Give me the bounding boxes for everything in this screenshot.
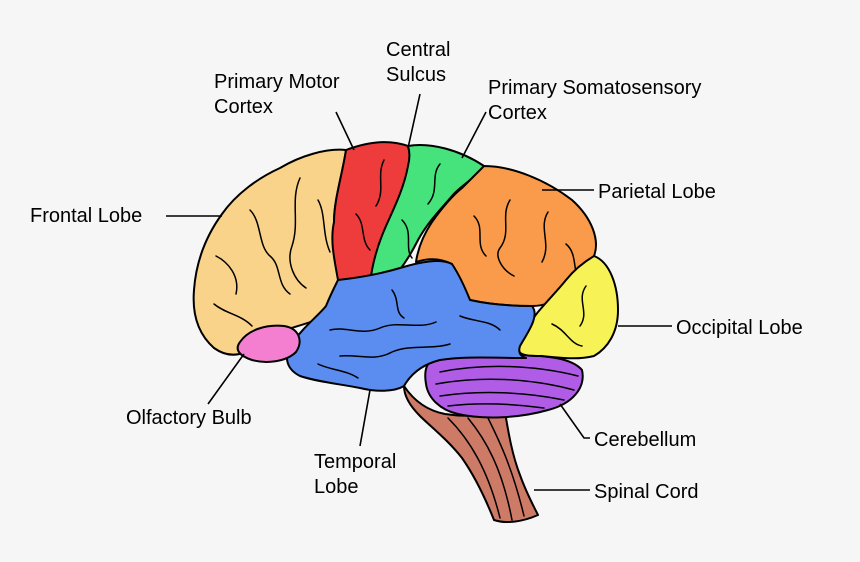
cerebellum-label: Cerebellum bbox=[594, 428, 696, 453]
temporal-lobe-label-line-1: Temporal bbox=[314, 451, 397, 473]
primary-somatosensory-cortex-label: Primary Somatosensory Cortex bbox=[488, 76, 701, 126]
cerebellum-fold-1 bbox=[439, 365, 579, 377]
temporal-sulcus-2 bbox=[339, 343, 451, 358]
primary-motor-cortex-leader bbox=[335, 111, 355, 151]
central-sulcus-leader bbox=[407, 93, 421, 149]
parietal-sulcus-1 bbox=[497, 199, 515, 277]
temporal-sulcus-4 bbox=[459, 315, 501, 331]
temporal-lobe-leader bbox=[359, 389, 371, 447]
spinal-cord-line-3 bbox=[485, 413, 525, 517]
cerebellum-fold-4 bbox=[447, 403, 545, 409]
spinal-cord-label: Spinal Cord bbox=[594, 480, 699, 505]
occipital-sulcus-2 bbox=[551, 323, 583, 347]
primary-motor-cortex-label: Primary Motor Cortex bbox=[214, 70, 340, 120]
temporal-sulcus-1 bbox=[329, 321, 437, 332]
occipital-sulcus-1 bbox=[579, 285, 587, 327]
motor-sulcus-2 bbox=[355, 213, 371, 251]
central-sulcus-label-line-1: Central bbox=[386, 39, 451, 61]
cerebellum-fold-2 bbox=[435, 378, 575, 391]
somatosensory-sulcus-1 bbox=[427, 163, 441, 205]
primary-somatosensory-cortex-label-line-2: Cortex bbox=[488, 102, 547, 124]
olfactory-bulb-leader bbox=[207, 353, 245, 405]
temporal-sulcus-3 bbox=[391, 289, 405, 319]
frontal-sulcus-2 bbox=[249, 209, 291, 295]
somatosensory-sulcus-2 bbox=[401, 219, 413, 259]
spinal-cord-label-text: Spinal Cord bbox=[594, 481, 699, 503]
olfactory-bulb-label-text: Olfactory Bulb bbox=[126, 407, 252, 429]
cerebellum-leader bbox=[559, 403, 590, 439]
occipital-lobe-label-text: Occipital Lobe bbox=[676, 317, 803, 339]
frontal-sulcus-1 bbox=[289, 177, 307, 289]
temporal-lobe-label-line-2: Lobe bbox=[314, 476, 359, 498]
cerebellum-fold-3 bbox=[439, 391, 565, 401]
central-sulcus-label: Central Sulcus bbox=[386, 38, 450, 88]
primary-somatosensory-cortex-label-line-1: Primary Somatosensory bbox=[488, 77, 702, 99]
primary-motor-cortex-label-line-1: Primary Motor bbox=[214, 71, 340, 93]
occipital-lobe-label: Occipital Lobe bbox=[676, 316, 803, 341]
parietal-sulcus-2 bbox=[541, 211, 549, 263]
frontal-sulcus-3 bbox=[215, 255, 238, 295]
temporal-sulcus-5 bbox=[317, 363, 359, 379]
frontal-lobe-label-text: Frontal Lobe bbox=[30, 205, 143, 227]
frontal-sulcus-5 bbox=[317, 199, 331, 253]
occipital-lobe-region bbox=[517, 255, 619, 360]
primary-motor-cortex-label-line-2: Cortex bbox=[214, 96, 273, 118]
cerebellum-region bbox=[424, 351, 584, 419]
primary-somatosensory-cortex-leader bbox=[461, 111, 487, 159]
frontal-sulcus-4 bbox=[213, 303, 253, 327]
parietal-lobe-label-text: Parietal Lobe bbox=[598, 181, 716, 203]
frontal-lobe-label: Frontal Lobe bbox=[30, 204, 142, 229]
temporal-lobe-label: Temporal Lobe bbox=[314, 450, 396, 500]
cerebellum-label-text: Cerebellum bbox=[594, 429, 697, 451]
parietal-sulcus-3 bbox=[473, 215, 487, 257]
olfactory-bulb-label: Olfactory Bulb bbox=[126, 406, 252, 431]
central-sulcus-label-line-2: Sulcus bbox=[386, 64, 447, 86]
spinal-cord-line-2 bbox=[467, 417, 513, 521]
spinal-cord-line-1 bbox=[447, 417, 501, 519]
parietal-lobe-label: Parietal Lobe bbox=[598, 180, 716, 205]
motor-sulcus-1 bbox=[375, 159, 385, 207]
